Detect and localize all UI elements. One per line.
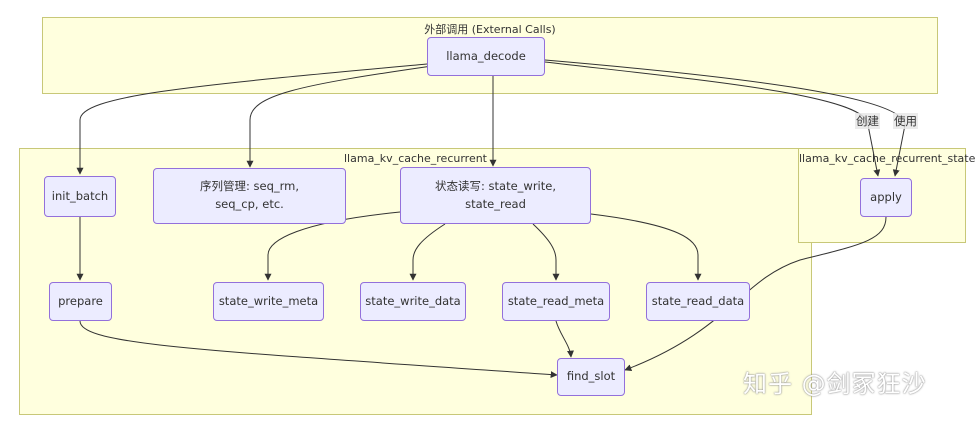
edge-label-use: 使用 [893, 113, 918, 129]
node-apply[interactable]: apply [860, 178, 912, 217]
cluster-external-calls-title: 外部调用 (External Calls) [424, 23, 556, 36]
watermark: 知乎 @剑冢狂沙 [743, 370, 927, 398]
node-llama-decode[interactable]: llama_decode [427, 37, 545, 76]
node-state-write-data[interactable]: state_write_data [360, 282, 466, 321]
node-find-slot[interactable]: find_slot [557, 358, 625, 396]
node-prepare[interactable]: prepare [49, 282, 112, 321]
node-seq-management[interactable]: 序列管理: seq_rm, seq_cp, etc. [153, 168, 346, 224]
edge-label-create: 创建 [855, 113, 880, 129]
node-state-read-meta[interactable]: state_read_meta [502, 282, 610, 321]
node-state-write-meta[interactable]: state_write_meta [213, 282, 324, 321]
cluster-kv-cache-recurrent-state-title: llama_kv_cache_recurrent_state [799, 152, 976, 165]
node-state-read-data[interactable]: state_read_data [646, 282, 750, 321]
cluster-kv-cache-recurrent-title: llama_kv_cache_recurrent [344, 152, 487, 165]
node-state-read-write[interactable]: 状态读写: state_write, state_read [400, 167, 591, 224]
node-init-batch[interactable]: init_batch [44, 176, 116, 217]
